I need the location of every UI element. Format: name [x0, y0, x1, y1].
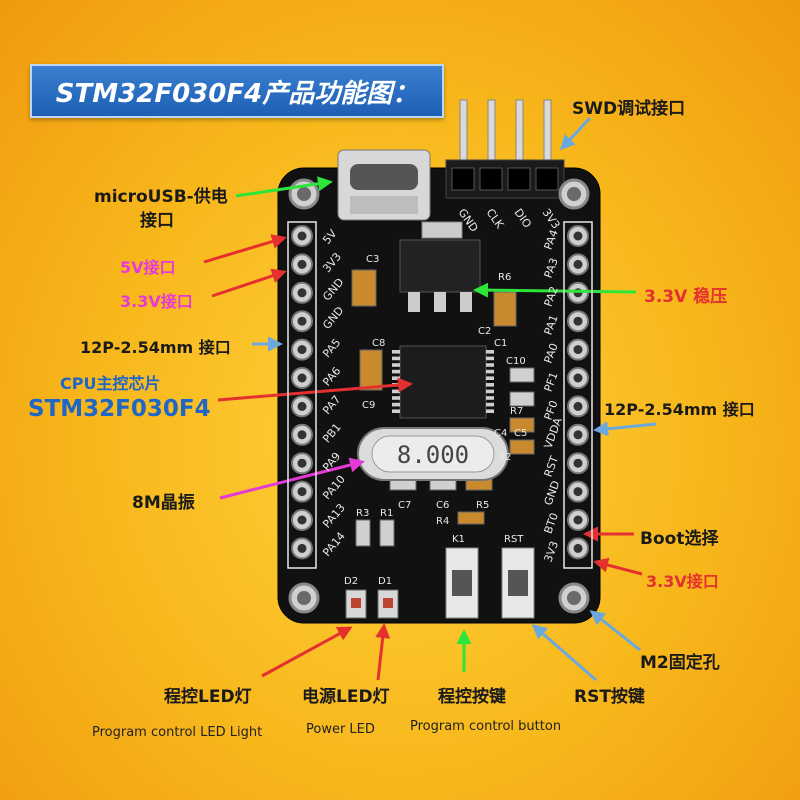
label-rst-button: RST按键 [574, 687, 645, 707]
regulator-chip [399, 221, 481, 312]
arrow-crystal [219, 457, 365, 500]
label-5v: 5V接口 [120, 258, 176, 277]
label-12p-left: 12P-2.54mm 接口 [80, 338, 231, 357]
right-pin-label-6: PF0 [542, 399, 561, 422]
des-c1: C1 [494, 338, 507, 349]
label-crystal: 8M晶振 [132, 493, 195, 513]
label-3v3-left: 3.3V接口 [120, 292, 193, 311]
arrow-12p-right [593, 421, 657, 437]
component-designators: C3 R6 C2 C1 C8 C9 C10 R7 C4 C5 R2 C7 C6 … [344, 254, 527, 587]
label-power-led: 电源LED灯 [302, 687, 390, 707]
label-prog-button: 程控按键 [438, 687, 506, 707]
label-prog-led: 程控LED灯 [164, 687, 252, 707]
des-k1: K1 [452, 534, 465, 545]
des-c3: C3 [366, 254, 379, 265]
label-microusb-1: microUSB-供电 [94, 187, 228, 207]
des-rst: RST [504, 534, 524, 545]
label-boot: Boot选择 [640, 529, 719, 549]
des-c9: C9 [362, 400, 375, 411]
arrow-5v [203, 234, 287, 264]
arrow-prog-led [261, 626, 353, 678]
title-text: STM32F030F4产品功能图： [55, 78, 419, 109]
label-microusb-2: 接口 [140, 211, 174, 231]
crystal-marking: 8.000 [397, 441, 469, 469]
label-cpu-2: STM32F030F4 [28, 396, 211, 422]
arrow-3v3-right [593, 557, 643, 576]
des-c8: C8 [372, 338, 385, 349]
arrow-3v3-left [211, 268, 287, 298]
crystal-oscillator: 8.000 [357, 427, 509, 481]
des-c7: C7 [398, 500, 411, 511]
callout-arrows [203, 116, 657, 682]
arrow-m2 [589, 610, 641, 652]
right-pin-label-5: PF1 [542, 370, 561, 393]
des-c10: C10 [506, 356, 526, 367]
des-d1: D1 [378, 576, 392, 587]
label-m2: M2固定孔 [640, 653, 720, 673]
des-r4: R4 [436, 516, 449, 527]
des-c5: C5 [514, 428, 527, 439]
des-r1: R1 [380, 508, 393, 519]
title-banner: STM32F030F4产品功能图： [30, 64, 444, 118]
swd-header-housing [445, 159, 565, 199]
label-prog-button-en: Program control button [410, 719, 562, 734]
label-cpu-1: CPU主控芯片 [60, 374, 161, 393]
label-power-led-en: Power LED [306, 722, 375, 737]
arrow-cpu [217, 377, 413, 402]
arrow-swd [559, 116, 592, 151]
label-12p-right: 12P-2.54mm 接口 [604, 400, 755, 419]
label-prog-led-en: Program control LED Light [92, 725, 263, 740]
cpu-chip [392, 345, 494, 419]
label-swd: SWD调试接口 [572, 99, 686, 119]
des-r7: R7 [510, 406, 523, 417]
des-r2: R2 [498, 452, 511, 463]
arrow-rst-button [531, 624, 597, 682]
des-c4: C4 [494, 428, 507, 439]
push-buttons [445, 547, 535, 619]
des-r5: R5 [476, 500, 489, 511]
arrow-regulator [473, 282, 637, 298]
passive-components [351, 269, 535, 547]
arrow-microusb [235, 176, 333, 198]
des-r3: R3 [356, 508, 369, 519]
leds [345, 589, 399, 619]
des-c2: C2 [478, 326, 491, 337]
mounting-holes [288, 178, 590, 614]
arrow-power-led [375, 623, 391, 681]
right-pin-pads [567, 225, 589, 560]
left-pin-pads [291, 225, 313, 560]
label-3v3-right: 3.3V接口 [646, 572, 719, 591]
label-regulator: 3.3V 稳压 [644, 287, 728, 307]
microusb-connector [337, 149, 431, 221]
des-r6: R6 [498, 272, 511, 283]
des-d2: D2 [344, 576, 358, 587]
des-c6: C6 [436, 500, 449, 511]
